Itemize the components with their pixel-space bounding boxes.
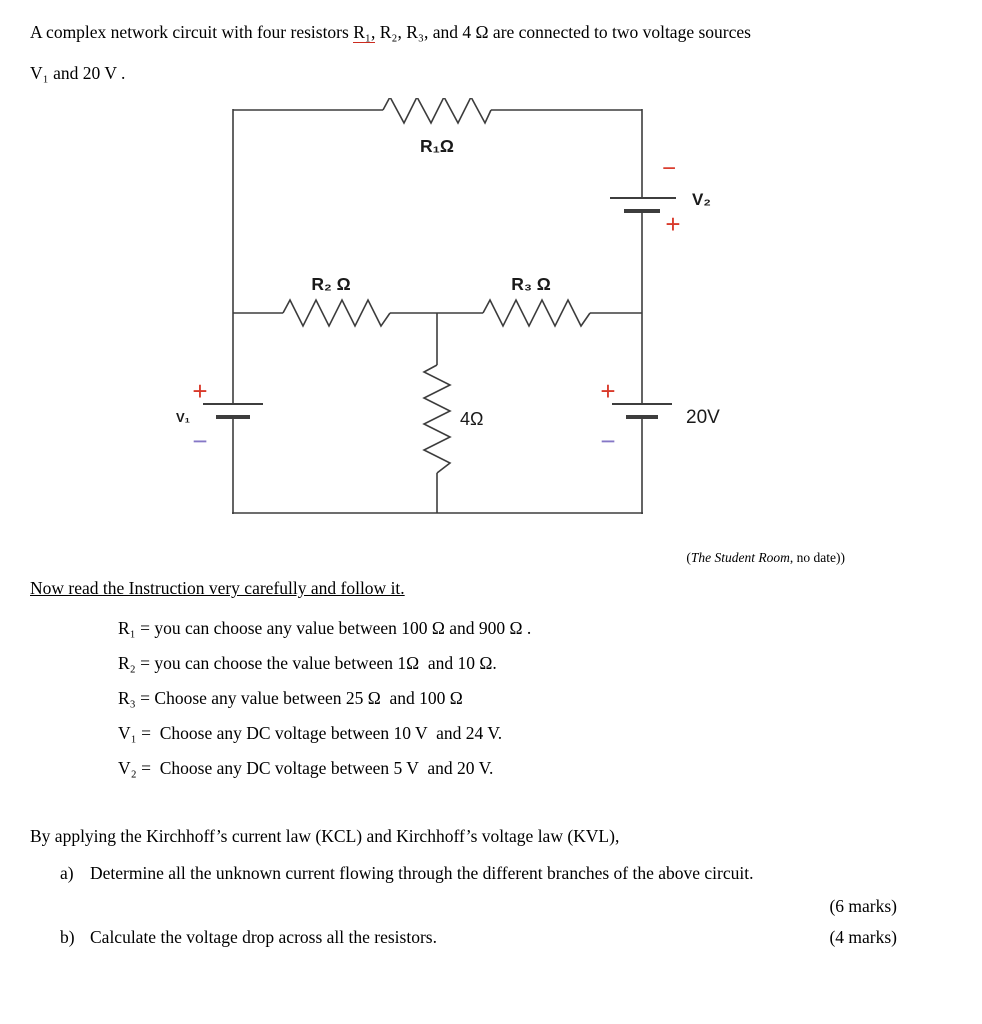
battery-v1-label: V₁	[176, 410, 190, 425]
instruction-list: R₁ = you can choose any value between 10…	[118, 611, 982, 786]
battery-v2-plus-sign: +	[665, 209, 680, 239]
question-b-label: b)	[60, 927, 75, 947]
instruction-v1: V₁ = Choose any DC voltage between 10 V …	[118, 723, 503, 743]
resistor-r2-label: R₂ Ω	[311, 274, 350, 294]
instruction-r1: R₁ = you can choose any value between 10…	[118, 618, 532, 638]
instruction-heading: Now read the Instruction very carefully …	[30, 578, 405, 598]
resistor-r3-label: R₃ Ω	[511, 274, 551, 294]
battery-v1-minus-sign: −	[192, 426, 207, 456]
citation-post: , no date))	[789, 550, 845, 565]
battery-20v-minus-sign: −	[600, 426, 615, 456]
battery-v1-plus-sign: +	[192, 376, 207, 406]
resistor-4ohm-label: 4Ω	[460, 409, 483, 429]
battery-v2-label: V₂	[692, 190, 711, 209]
kvl-statement: By applying the Kirchhoff’s current law …	[30, 826, 620, 846]
question-b: b) Calculate the voltage drop across all…	[60, 927, 897, 948]
circuit-diagram: − + V₂ + − V₁ + − 20V R₁Ω R₂ Ω R₃ Ω 4Ω	[176, 98, 720, 514]
citation-pre: (	[686, 550, 691, 565]
question-b-marks: (4 marks)	[829, 927, 897, 947]
battery-20v-label: 20V	[686, 407, 720, 428]
intro-line1-marked: R₁,	[353, 22, 376, 43]
question-a-text: Determine all the unknown current flowin…	[90, 863, 754, 883]
battery-20v-plus-sign: +	[600, 376, 615, 406]
question-a: a) Determine all the unknown current flo…	[60, 863, 897, 884]
battery-v2-minus-sign: −	[662, 155, 676, 182]
source-citation: (The Student Room, no date))	[0, 550, 982, 566]
question-b-text: Calculate the voltage drop across all th…	[90, 927, 437, 947]
question-a-label: a)	[60, 863, 74, 883]
citation-source: The Student Room	[690, 550, 790, 565]
intro-paragraph: A complex network circuit with four resi…	[0, 0, 982, 94]
instruction-r2: R₂ = you can choose the value between 1Ω…	[118, 653, 497, 673]
resistor-r1-label: R₁Ω	[420, 136, 454, 156]
question-b-left: b) Calculate the voltage drop across all…	[60, 927, 437, 948]
resistor-r3-symbol	[482, 298, 591, 328]
intro-line2: V₁ and 20 V .	[30, 63, 126, 83]
intro-line1-pre: A complex network circuit with four resi…	[30, 22, 354, 42]
resistor-r2-symbol	[282, 298, 391, 328]
intro-line1-post: R₂, R₃, and 4 Ω are connected to two vol…	[375, 22, 751, 42]
instruction-v2: V₂ = Choose any DC voltage between 5 V a…	[118, 758, 494, 778]
question-a-marks: (6 marks)	[829, 896, 897, 916]
resistor-r1-symbol	[382, 98, 492, 125]
instruction-r3: R₃ = Choose any value between 25 Ω and 1…	[118, 688, 463, 708]
resistor-4ohm-symbol	[422, 364, 452, 474]
